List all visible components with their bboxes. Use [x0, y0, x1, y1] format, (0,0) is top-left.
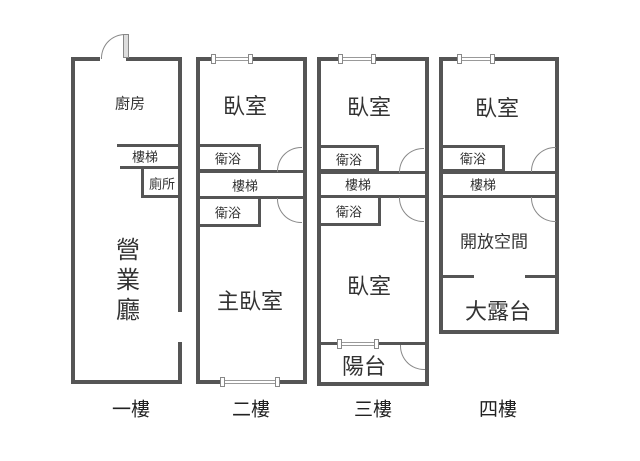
room-stairs: 樓梯: [231, 179, 259, 195]
toilet-room: [141, 166, 181, 198]
room-hall: 營業廳: [111, 237, 140, 327]
room-bath: 衛浴: [335, 205, 363, 221]
window: [220, 377, 280, 387]
floor-label: 三樓: [353, 398, 393, 421]
bath-room: [441, 145, 505, 172]
room-open-space: 開放空間: [460, 232, 528, 253]
window: [211, 54, 253, 64]
bath-room: [319, 195, 381, 226]
room-toilet: 廁所: [148, 177, 176, 193]
room-kitchen: 廚房: [114, 94, 146, 113]
wall: [178, 342, 182, 384]
wall: [178, 57, 182, 312]
room-stairs: 樓梯: [344, 178, 372, 194]
floor-label: 四樓: [478, 398, 518, 421]
window: [457, 54, 495, 64]
room-terrace: 大露台: [464, 300, 532, 325]
room-balcony: 陽台: [341, 355, 387, 380]
window: [337, 339, 379, 349]
room-bath: 衛浴: [335, 153, 363, 169]
room-bedroom: 臥室: [346, 96, 392, 121]
room-bath: 衛浴: [459, 152, 487, 168]
floor-1-walls: [71, 57, 182, 384]
window: [338, 54, 376, 64]
room-bedroom: 臥室: [346, 275, 392, 300]
floor-label: 二樓: [231, 398, 271, 421]
room-stairs: 樓梯: [131, 150, 159, 166]
room-bath: 衛浴: [214, 206, 242, 222]
room-bedroom: 臥室: [222, 95, 268, 120]
room-master-bedroom: 主臥室: [216, 290, 284, 315]
room-bath: 衛浴: [214, 152, 242, 168]
bath-room: [319, 145, 379, 172]
floor-label: 一樓: [111, 398, 151, 421]
room-stairs: 樓梯: [469, 178, 497, 194]
room-bedroom: 臥室: [474, 97, 520, 122]
bath-room: [198, 196, 261, 227]
